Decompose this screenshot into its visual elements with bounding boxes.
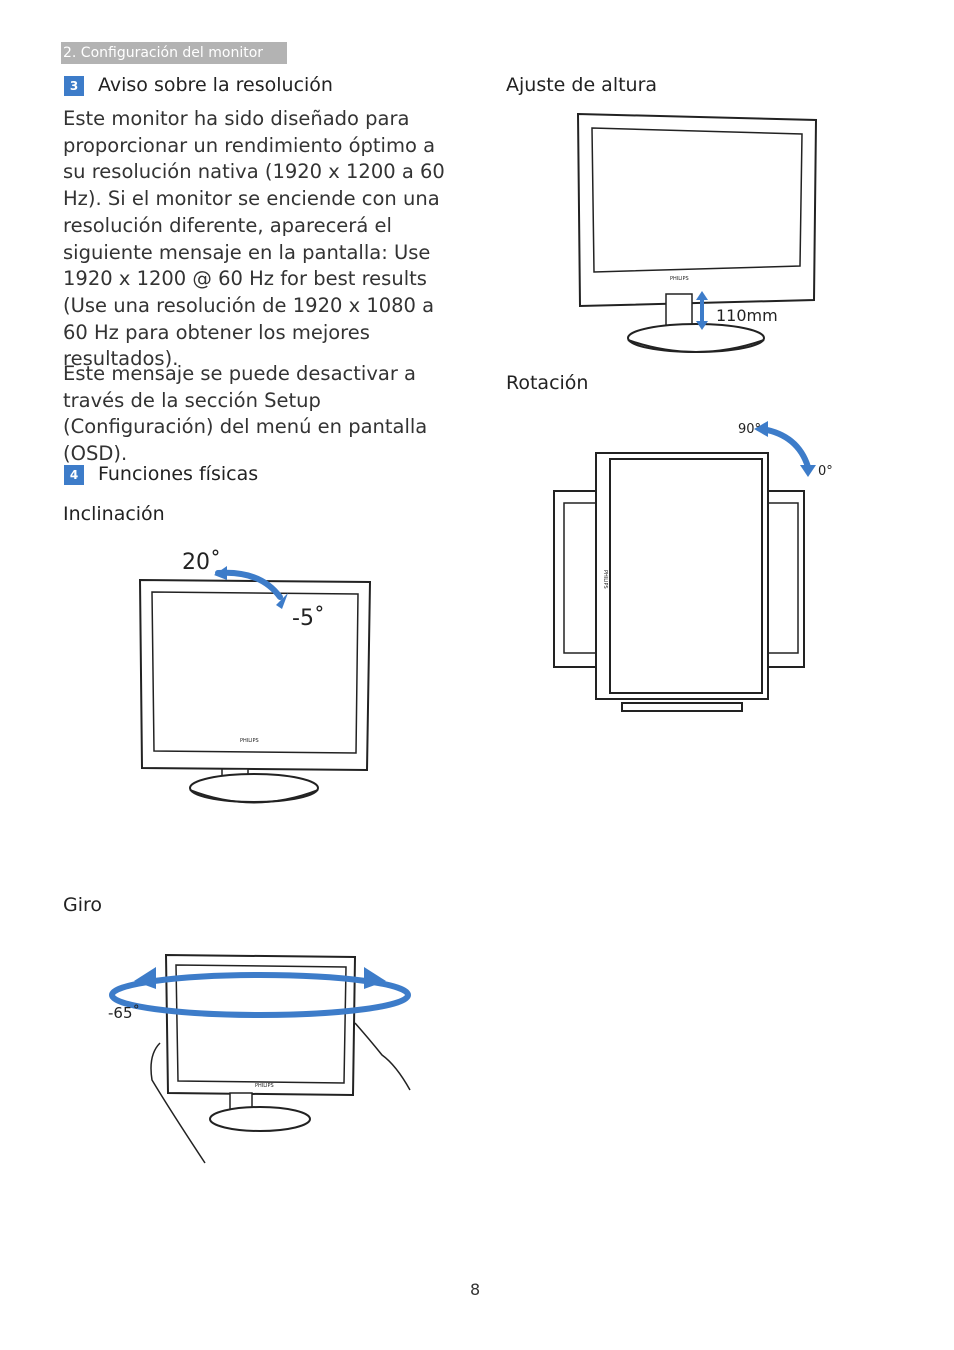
left-hand-icon <box>150 1042 206 1164</box>
swivel-arrow-right-icon <box>364 967 386 989</box>
tilt-brand-logo: PHILIPS <box>240 738 259 744</box>
rotation-brand-logo: PHILIPS <box>602 570 608 589</box>
tilt-illustration: PHILIPS 20˚ -5˚ <box>138 550 372 804</box>
height-arrow-down-icon <box>696 321 708 330</box>
resolution-paragraph-2: Este mensaje se puede desactivar a travé… <box>63 362 428 466</box>
page-number: 8 <box>470 1280 481 1299</box>
rotation-arrow-end-icon <box>800 465 816 477</box>
rotation-illustration: PHILIPS 90° 0° <box>553 421 833 712</box>
tilt-angle-up: 20˚ <box>182 550 221 575</box>
tilt-title: Inclinación <box>63 503 165 525</box>
swivel-angle: -65˚ <box>108 1004 140 1022</box>
swivel-arrow-left-icon <box>134 967 156 989</box>
section-4-title: Funciones físicas <box>98 463 259 485</box>
tilt-angle-down: -5˚ <box>292 606 325 631</box>
rotation-arrow-start-icon <box>754 421 768 437</box>
height-illustration: PHILIPS 110mm <box>576 112 818 353</box>
swivel-title: Giro <box>63 894 103 916</box>
resolution-paragraph-1: Este monitor ha sido diseñado para propo… <box>63 107 445 371</box>
height-brand-logo: PHILIPS <box>670 276 689 282</box>
height-arrow-up-icon <box>696 291 708 300</box>
rotation-title: Rotación <box>506 372 589 394</box>
section-4-badge: 4 <box>64 465 84 485</box>
section-3-badge: 3 <box>64 76 84 96</box>
tilt-arrow-up-icon <box>214 566 227 580</box>
rotation-angle-top: 90° <box>738 422 761 437</box>
section-3-title: Aviso sobre la resolución <box>98 74 333 96</box>
chapter-header: 2. Configuración del monitor <box>61 42 287 64</box>
height-title: Ajuste de altura <box>506 74 658 96</box>
swivel-illustration: PHILIPS -65˚ <box>108 953 411 1164</box>
swivel-brand-logo: PHILIPS <box>255 1083 274 1089</box>
height-range: 110mm <box>716 306 778 325</box>
rotation-angle-side: 0° <box>818 464 833 479</box>
tilt-arrow-down-icon <box>276 593 288 609</box>
right-hand-icon <box>354 1022 411 1091</box>
